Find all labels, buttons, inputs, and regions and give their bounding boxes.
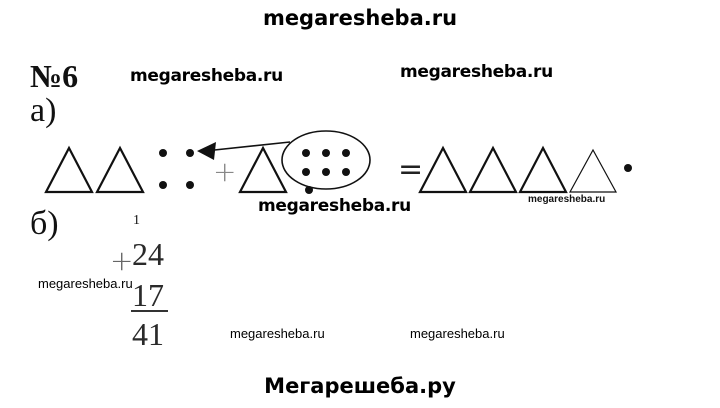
watermark: megaresheba.ru	[38, 276, 133, 291]
arrow-line	[204, 141, 291, 152]
part-a-label: а)	[30, 92, 57, 129]
triangle	[468, 145, 518, 194]
watermark: megaresheba.ru	[528, 194, 606, 205]
watermark: megaresheba.ru	[130, 66, 283, 86]
dot	[159, 149, 167, 157]
dot	[322, 168, 330, 176]
watermark: megaresheba.ru	[400, 62, 553, 82]
dot	[322, 149, 330, 157]
part-b-label: б)	[30, 205, 59, 242]
carry-digit: 1	[133, 213, 140, 228]
triangle	[95, 145, 145, 194]
dot	[342, 149, 350, 157]
dot	[186, 149, 194, 157]
triangle	[568, 148, 618, 193]
problem-number: №6	[30, 58, 79, 94]
arrowhead-icon	[197, 142, 216, 160]
plus-sign: +	[213, 155, 237, 188]
sum: 41	[132, 316, 164, 352]
watermark: megaresheba.ru	[230, 326, 325, 341]
addend-1: 24	[132, 236, 164, 272]
dot	[342, 168, 350, 176]
equals-sign: =	[398, 152, 424, 187]
dot	[624, 164, 632, 172]
triangle	[518, 145, 568, 194]
triangle	[418, 145, 468, 194]
group-oval	[281, 130, 371, 190]
watermark: megaresheba.ru	[410, 326, 505, 341]
header-watermark: megaresheba.ru	[262, 6, 458, 30]
watermark: megaresheba.ru	[258, 196, 411, 216]
dot	[302, 149, 310, 157]
dot	[305, 186, 313, 194]
addend-2: 17	[132, 277, 164, 313]
footer-watermark: Мегарешеба.ру	[264, 374, 456, 398]
dot	[159, 181, 167, 189]
sum-line	[131, 310, 168, 312]
triangle	[44, 145, 94, 194]
dot	[302, 168, 310, 176]
triangle	[238, 145, 288, 194]
plus-operator: +	[110, 244, 134, 277]
dot	[186, 181, 194, 189]
